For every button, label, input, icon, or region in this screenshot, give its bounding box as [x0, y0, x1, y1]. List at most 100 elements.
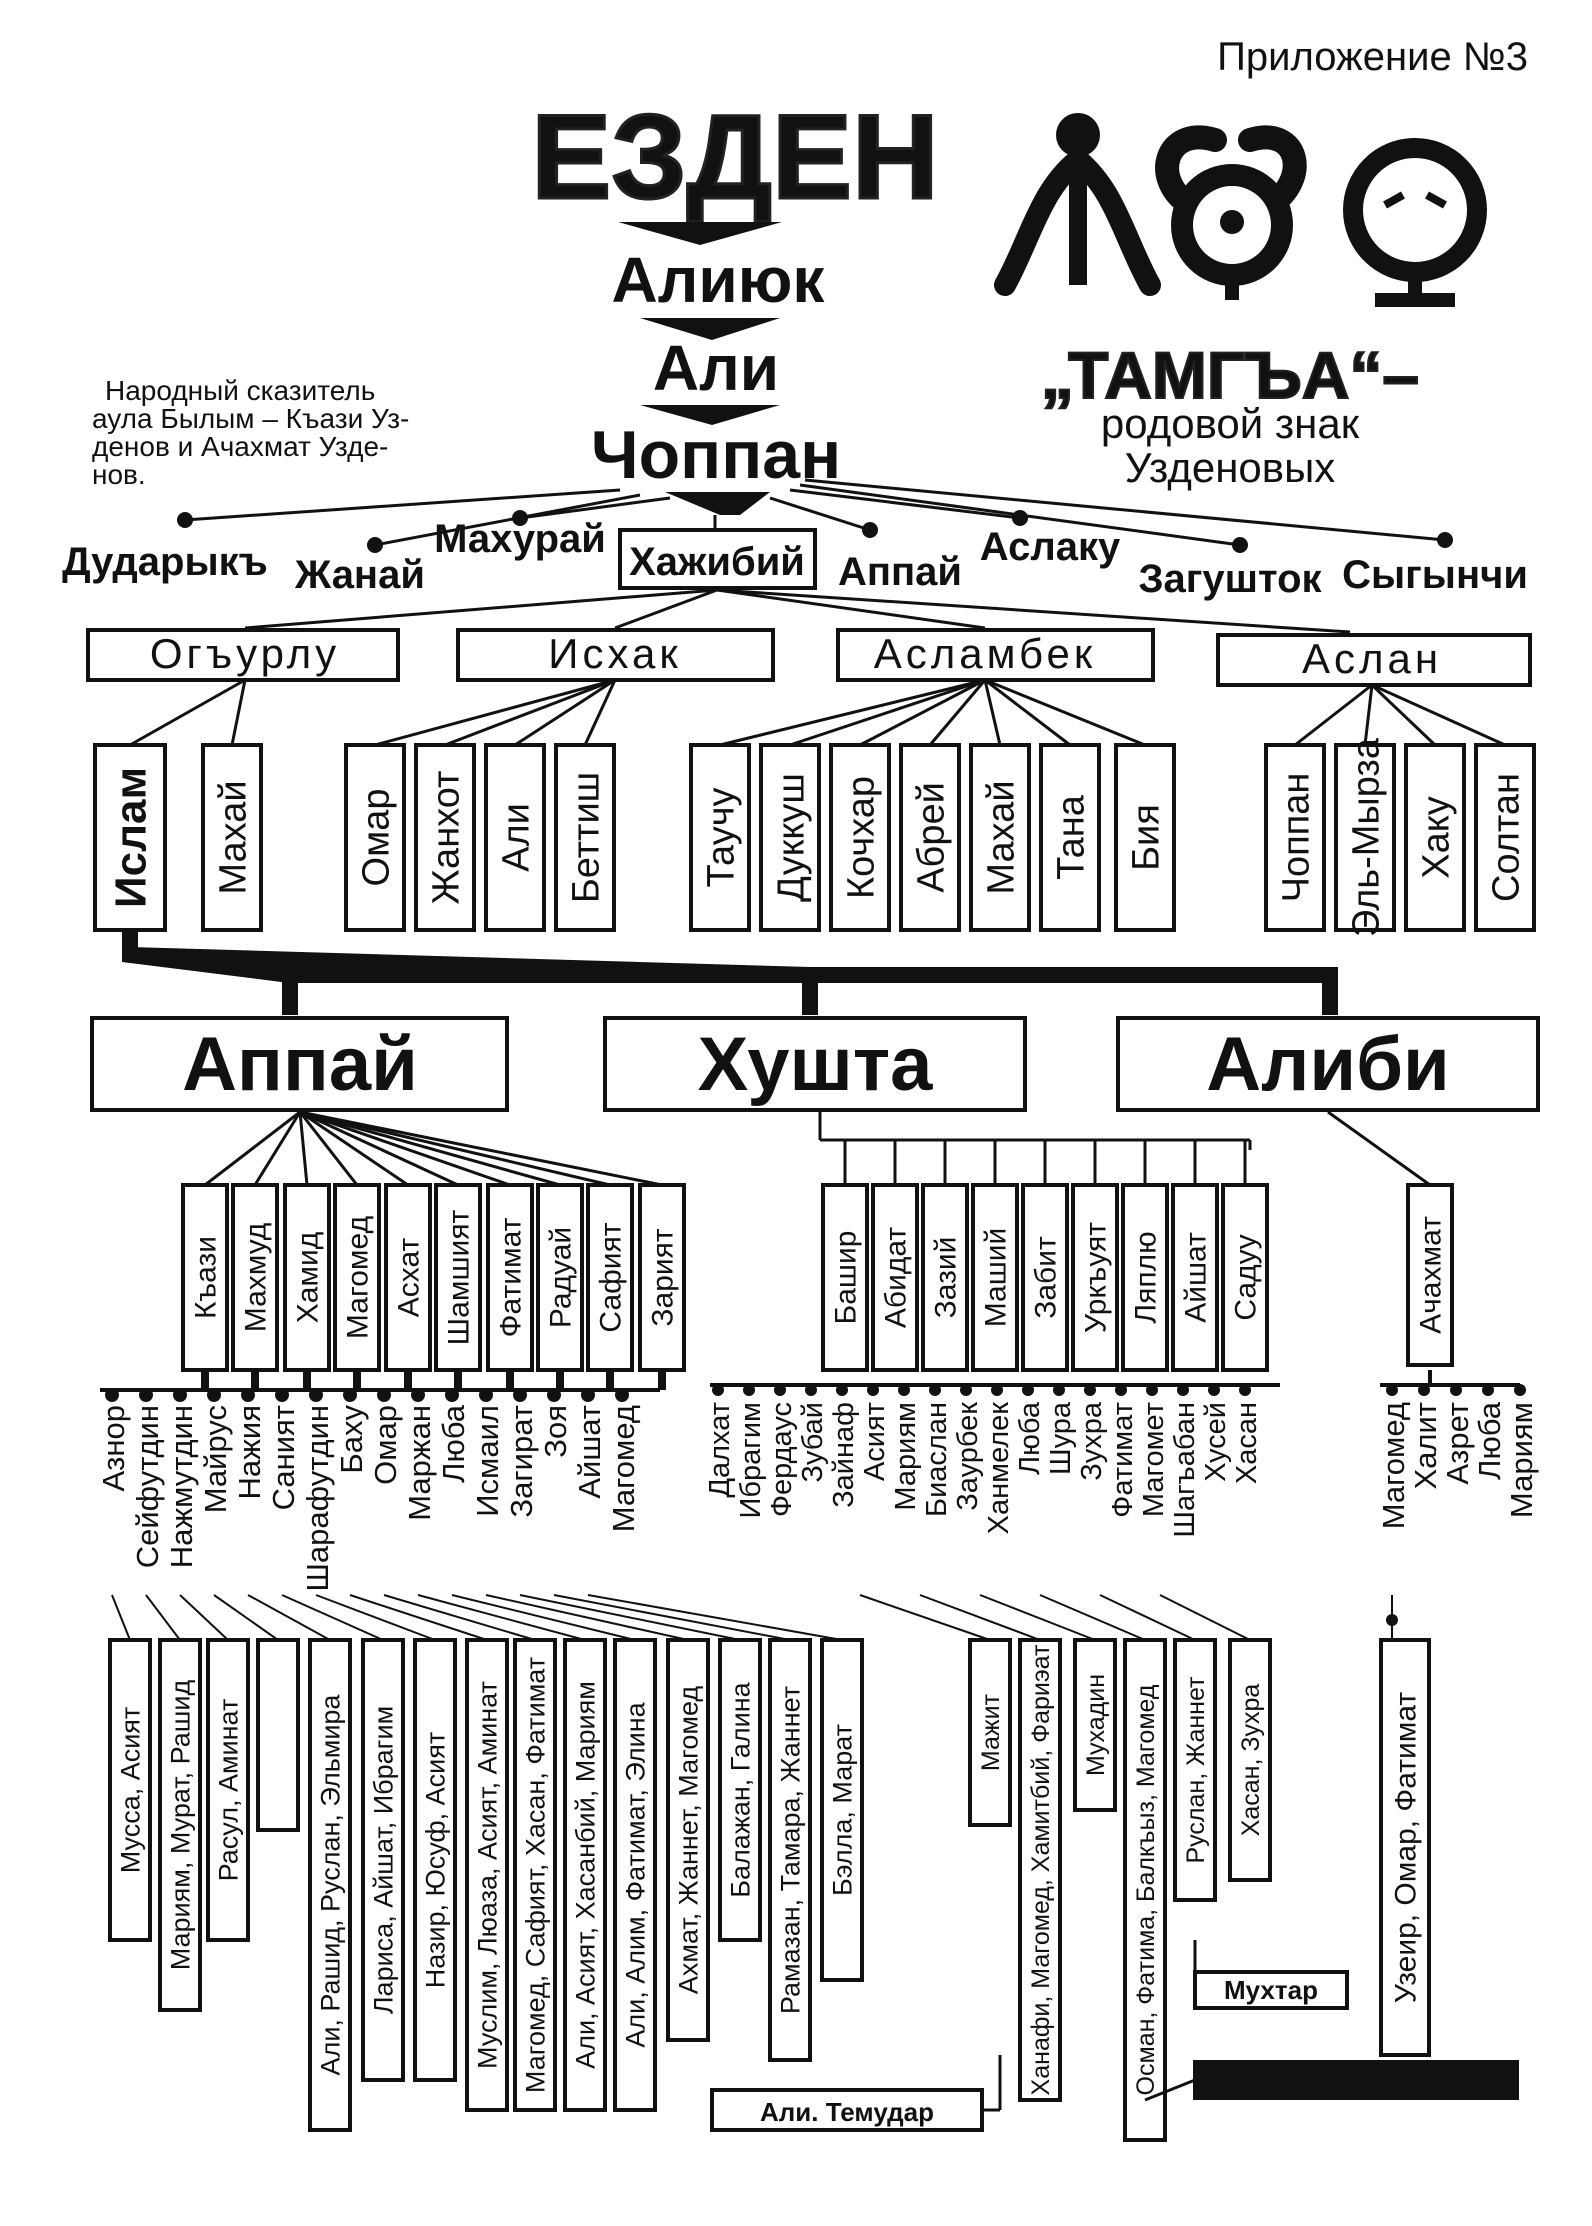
chief-sons: Дударыкъ Жанай Махурай Хажибий Аппай Асл… — [62, 478, 1528, 601]
appai-great-grandchild: Али, Рашид, Руслан, Эльмира — [308, 1638, 352, 2132]
hushta-grandchild: Биаслан — [921, 1402, 953, 1517]
islam-trunk — [122, 930, 298, 1015]
tamga-ram-icon — [1155, 125, 1307, 300]
connector-dot — [1386, 1384, 1398, 1396]
appai-great-grandchild-box — [206, 1638, 250, 1942]
appai-great-grandchild: Мусса, Асият — [108, 1638, 152, 1942]
connector-dot — [1022, 1384, 1034, 1396]
tamga-symbols — [994, 113, 1487, 307]
appai-son-box — [586, 1183, 634, 1372]
connector-dot — [139, 1388, 153, 1402]
hazhibiy-links — [244, 588, 1351, 634]
appai-great-grandchild-label: Расул, Аминат — [213, 1699, 243, 1882]
hushta-grandchild: Шура — [1045, 1401, 1077, 1475]
branch-child: Омар — [344, 743, 406, 932]
appai-great-grandchild-label: Али, Рашид, Руслан, Эльмира — [315, 1694, 345, 2076]
connector-line — [1363, 684, 1374, 746]
extra-muhtar-box — [1193, 1970, 1349, 2010]
son-appai: Аппай — [838, 550, 962, 594]
appai-son-label: Зарият — [647, 1228, 680, 1326]
hushta-great-grandchild-label: Мухадин — [1082, 1674, 1110, 1776]
appai-great-grandchild: Муслим, Люаза, Асият, Аминат — [465, 1638, 509, 2112]
tamga-subtitle: родовой знак — [1101, 400, 1360, 447]
connector-dot — [615, 1388, 629, 1402]
connector-line — [485, 1594, 689, 1641]
hushta-great-grandchild-box — [1228, 1638, 1272, 1882]
hushta-son: Уркъуят — [1071, 1183, 1119, 1372]
branch-child: Таучу — [689, 743, 751, 932]
islam-trunk — [290, 967, 1338, 1015]
appai-son-label: Махмуд — [240, 1223, 273, 1332]
connector-dot — [547, 1388, 561, 1402]
appai-grandchild: Баху — [334, 1405, 369, 1474]
hushta-grandchild: Зухра — [1076, 1401, 1108, 1481]
appai-grandchild: Нажмутдин — [164, 1405, 199, 1568]
appai-son: Фатимат — [486, 1183, 534, 1372]
hushta-son-box — [1121, 1183, 1169, 1372]
family-name: Хушта — [698, 1022, 934, 1107]
appai-great-grandchild-label: Муслим, Люаза, Асият, Аминат — [472, 1681, 502, 2069]
lineage-choppan: Чоппан — [591, 417, 841, 493]
appai-great-grandchild-box — [256, 1638, 300, 1832]
son-dudaryk: Дударыкъ — [62, 540, 268, 584]
hushta-great-grandchild-label: Хасан, Зухра — [1237, 1684, 1265, 1837]
note-line: аула Былым – Къази Уз- — [92, 403, 409, 434]
hushta-son-label: Маший — [980, 1228, 1013, 1328]
hushta-great-grandchild: Руслан, Жаннет — [1173, 1638, 1217, 1902]
hushta-grandchild: Зубай — [797, 1402, 829, 1483]
hushta-great-grandchild-label: Руслан, Жаннет — [1182, 1676, 1210, 1864]
hushta-great-grandchild-label: Ханафи, Магомед, Хамитбий, Фариэат — [1027, 1644, 1055, 2095]
appai-great-grandchild-box — [613, 1638, 657, 2112]
branch-child-label: Абрей — [910, 782, 952, 893]
branch-child-label: Бия — [1125, 804, 1167, 871]
appai-great-grandchild-box — [666, 1638, 710, 2042]
hushta-grandchild: Шагъабан — [1169, 1402, 1201, 1538]
son-hazhibiy: Хажибий — [629, 540, 805, 584]
branch-child: Абрей — [899, 743, 961, 932]
appai-great-grandchild-box — [718, 1638, 762, 1942]
hushta-son-label: Ляплю — [1130, 1231, 1163, 1323]
branch-child-label: Жанхот — [425, 771, 467, 905]
lineage-aliyuk: Алиюк — [612, 244, 826, 316]
hushta-grandchild: Хусей — [1200, 1402, 1232, 1482]
connector-line — [587, 1594, 843, 1641]
connector-line — [1371, 683, 1506, 747]
appai-great-grandchild: Али, Алим, Фатимат, Элина — [613, 1638, 657, 2112]
hushta-grandchild: Ибрагим — [735, 1402, 767, 1518]
branch-child-box — [899, 743, 961, 932]
hushta-grandchild: Люба — [1014, 1401, 1046, 1475]
appai-son-box — [434, 1183, 482, 1372]
connector-line — [789, 678, 986, 747]
note-line: денов и Ачахмат Узде- — [92, 431, 388, 462]
branch-child: Махай — [969, 743, 1031, 932]
branch-child-box — [1264, 743, 1326, 932]
branch-child-box — [93, 743, 167, 932]
connector-line — [984, 678, 1146, 747]
appai-great-grandchild-label: Мариям, Мурат, Рашид — [165, 1679, 195, 1970]
son-zhanai: Жанай — [294, 553, 425, 597]
appai-son-label: Къази — [190, 1236, 223, 1319]
hushta-grandchild: Фердаус — [766, 1402, 798, 1517]
connector-dot — [581, 1388, 595, 1402]
connector-line — [719, 678, 986, 747]
hushta-great-grandchild-box — [1123, 1638, 1167, 2142]
hushta-son-box — [1021, 1183, 1069, 1372]
appai-great-grandchild-label: Али, Алим, Фатимат, Элина — [620, 1701, 650, 2047]
connector-line — [1294, 683, 1373, 747]
connector-dot — [1084, 1384, 1096, 1396]
extra-bashir-box — [1193, 2060, 1519, 2100]
arrow-3 — [640, 405, 780, 425]
connector-line — [383, 1594, 536, 1641]
connector-dot — [1239, 1384, 1251, 1396]
appai-great-grandchild-box — [465, 1638, 509, 2112]
son-aslaku: Аслаку — [980, 525, 1121, 569]
hazhibiy-box — [618, 528, 817, 590]
connector-line — [919, 1594, 1041, 1641]
connector-dot — [898, 1384, 910, 1396]
connector-dot — [1450, 1384, 1462, 1396]
alibi-grandchild: Халит — [1408, 1402, 1443, 1490]
appai-son: Магомед — [333, 1183, 381, 1372]
appai-son-box — [181, 1183, 229, 1372]
